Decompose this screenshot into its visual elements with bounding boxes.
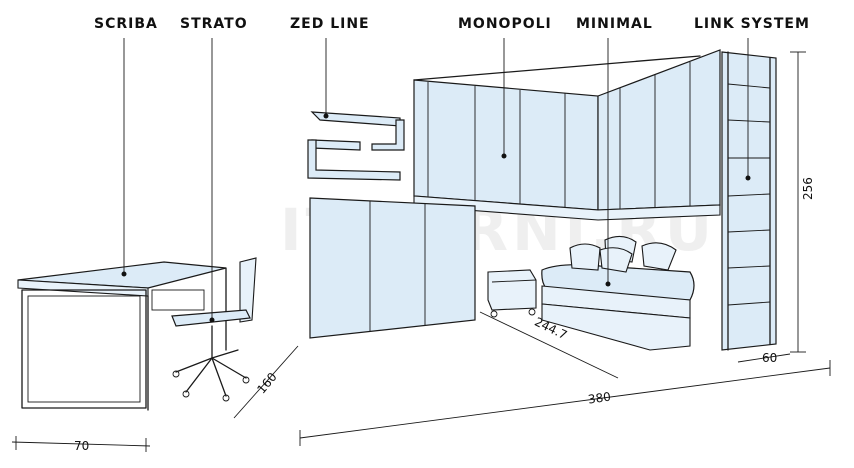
desk-width-dimension: 70 (74, 439, 89, 453)
link-system-bookcase (721, 51, 777, 351)
label-scriba: SCRIBA (94, 16, 158, 32)
label-strato: STRATO (180, 16, 248, 32)
floor-depth-dimension: 160 (254, 370, 279, 397)
label-minimal: MINIMAL (576, 16, 653, 32)
leader-lines (121, 38, 751, 323)
label-monopoli: MONOPOLI (458, 16, 552, 32)
shelf-depth-dimension: 60 (762, 351, 777, 365)
minimal-bed (541, 235, 695, 351)
monopoli-wall-unit (413, 49, 721, 211)
zed-line-shelf (307, 111, 405, 181)
room-width-dimension: 380 (587, 390, 612, 407)
label-zed-line: ZED LINE (290, 16, 370, 32)
strato-chair (171, 257, 257, 402)
scriba-desk (17, 261, 227, 411)
height-dimension: 256 (801, 177, 815, 200)
label-link-system: LINK SYSTEM (694, 16, 810, 32)
cube-stool (487, 269, 537, 318)
wardrobe (309, 197, 476, 339)
dimension-lines (11, 51, 831, 452)
